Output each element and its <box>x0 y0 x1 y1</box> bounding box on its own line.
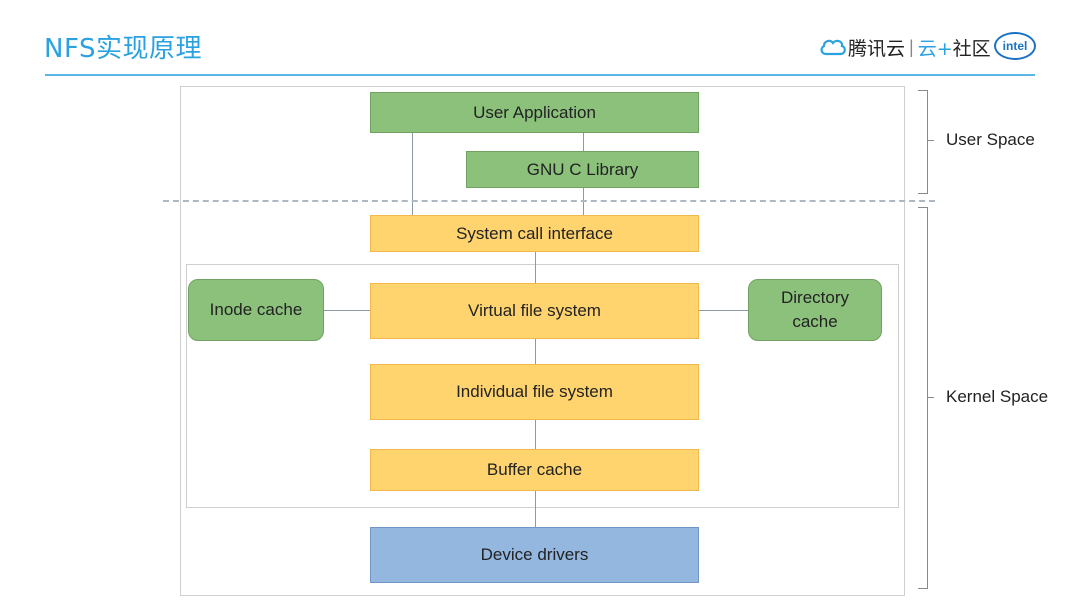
connector-vfs-to-directory <box>699 310 748 311</box>
brand-name-tencent-cloud: 腾讯云 <box>848 37 906 60</box>
vfs-subsystem-frame <box>186 264 899 508</box>
outer-frame <box>180 86 905 596</box>
connector-inode-to-vfs <box>324 310 371 311</box>
user-space-bracket <box>918 90 928 194</box>
slide-title: NFS实现原理 <box>44 34 202 64</box>
user-space-label: User Space <box>946 130 1035 149</box>
cloud-logo-icon <box>820 39 846 56</box>
gnu-c-library-box: GNU C Library <box>466 151 699 188</box>
virtual-file-system-box: Virtual file system <box>370 283 699 339</box>
brand-community-text: 社区 <box>952 37 991 60</box>
connector-app-to-glibc <box>583 133 584 151</box>
user-kernel-boundary <box>163 200 935 202</box>
individual-file-system-box: Individual file system <box>370 364 699 420</box>
connector-app-to-syscall <box>412 133 413 215</box>
connector-buffer-to-drivers <box>535 491 536 527</box>
buffer-cache-box: Buffer cache <box>370 449 699 491</box>
connector-individual-to-buffer <box>535 420 536 449</box>
user-application-box: User Application <box>370 92 699 133</box>
connector-vfs-to-individual <box>535 339 536 364</box>
brand-accent-text: 云+ <box>917 37 953 60</box>
intel-logo: intel <box>994 32 1036 60</box>
user-space-bracket-tick <box>928 140 934 141</box>
kernel-space-bracket-tick <box>928 397 934 398</box>
brand-separator: | <box>909 36 914 57</box>
kernel-space-label: Kernel Space <box>946 387 1049 406</box>
title-divider <box>45 74 1035 76</box>
connector-syscall-to-vfs <box>535 252 536 283</box>
directory-cache-box: Directory cache <box>748 279 882 341</box>
kernel-space-bracket <box>918 207 928 589</box>
tencent-cloud-brand: 腾讯云 | 云+ 社区 <box>818 32 991 62</box>
device-drivers-box: Device drivers <box>370 527 699 583</box>
inode-cache-box: Inode cache <box>188 279 324 341</box>
system-call-interface-box: System call interface <box>370 215 699 252</box>
